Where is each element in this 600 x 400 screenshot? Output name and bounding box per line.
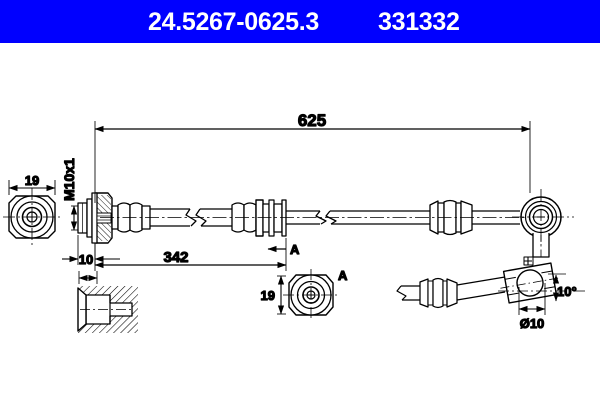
thread-label-m10x1: M10x1 — [61, 158, 77, 201]
cross-section-dimension — [78, 271, 98, 284]
part-number-label: 24.5267-0625.3 — [148, 8, 319, 36]
left-banjo-fitting — [77, 192, 113, 244]
dimension-label-625: 625 — [298, 111, 326, 130]
main-hose-assembly — [77, 189, 574, 258]
dimension-625 — [94, 121, 531, 203]
thread-callout-m10x1 — [70, 205, 78, 231]
header-bar: 24.5267-0625.3 331332 — [0, 0, 600, 43]
right-banjo-eye — [512, 189, 574, 258]
dimension-19-section-a — [277, 275, 286, 315]
diameter-label-d10: Ø10 — [520, 316, 545, 331]
dimension-label-19-section-a: 19 — [261, 288, 275, 303]
dimension-19-left — [8, 180, 56, 195]
hose-bracket-clip — [255, 199, 287, 237]
left-end-view — [3, 188, 61, 246]
dimension-label-10: 10 — [79, 252, 93, 267]
section-a-end-view — [283, 269, 339, 321]
break-symbol-right — [315, 210, 337, 225]
section-label-a-main: A — [290, 242, 300, 257]
technical-drawing-canvas: 19 — [0, 43, 600, 400]
section-label-a-detail: A — [338, 268, 348, 283]
dimension-label-19-left: 19 — [25, 173, 39, 188]
reference-number-label: 331332 — [378, 8, 460, 36]
dimension-342 — [94, 238, 287, 271]
break-symbol-left — [185, 208, 207, 227]
cross-section-detail — [77, 286, 138, 333]
angle-label-10deg: 10° — [557, 284, 577, 299]
angled-banjo-detail — [396, 256, 588, 315]
dimension-label-342: 342 — [163, 249, 188, 266]
